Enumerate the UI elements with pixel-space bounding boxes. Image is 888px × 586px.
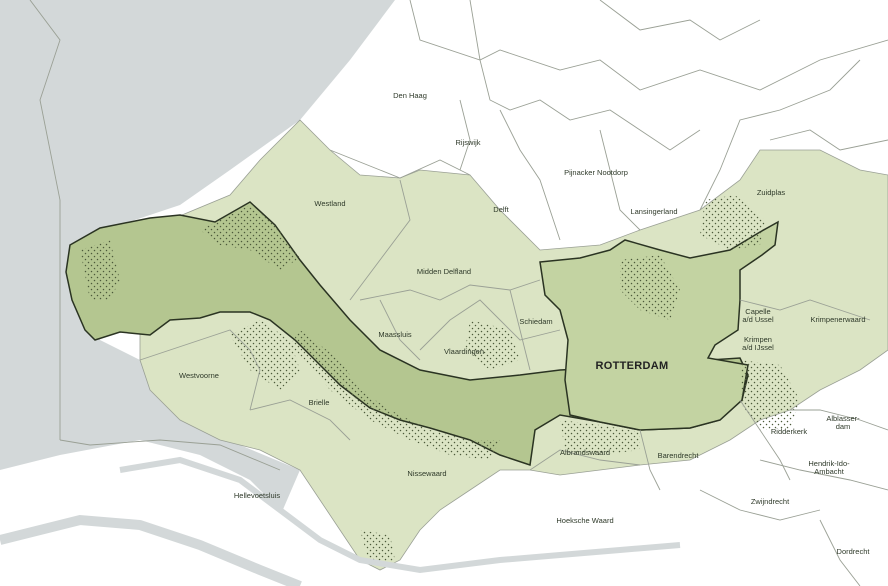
- label-maassluis[interactable]: Maassluis: [378, 330, 412, 340]
- label-westland[interactable]: Westland: [314, 199, 346, 209]
- label-zwijndrecht[interactable]: Zwijndrecht: [750, 497, 790, 507]
- oude-maas-river: [119, 456, 681, 574]
- label-ridderkerk[interactable]: Ridderkerk: [770, 427, 808, 437]
- label-rijswijk[interactable]: Rijswijk: [455, 138, 481, 148]
- label-albrandswaard[interactable]: Albrandswaard: [559, 448, 611, 458]
- label-westvoorne[interactable]: Westvoorne: [179, 371, 219, 381]
- label-krimpenerwaard[interactable]: Krimpenerwaard: [810, 315, 866, 325]
- label-midden-delfland[interactable]: Midden Delfland: [416, 267, 472, 277]
- wooded-areas: [80, 195, 800, 565]
- municipal-boundaries: [29, 0, 888, 586]
- label-brielle[interactable]: Brielle: [308, 398, 330, 408]
- label-hoeksche-waard[interactable]: Hoeksche Waard: [556, 516, 614, 526]
- label-hendrik-ido-ambacht[interactable]: Hendrik-Ido-Ambacht: [808, 459, 850, 476]
- label-barendrecht[interactable]: Barendrecht: [657, 451, 699, 461]
- label-alblasserdam[interactable]: Alblasser-dam: [826, 414, 860, 431]
- label-dordrecht[interactable]: Dordrecht: [836, 547, 870, 557]
- label-den-haag[interactable]: Den Haag: [393, 91, 427, 101]
- label-delft[interactable]: Delft: [493, 205, 509, 215]
- label-capelle[interactable]: Capelle a/d Ussel: [742, 307, 774, 324]
- label-schiedam[interactable]: Schiedam: [519, 317, 553, 327]
- label-zuidplas[interactable]: Zuidplas: [756, 188, 786, 198]
- label-nissewaard[interactable]: Nissewaard: [407, 469, 447, 479]
- label-pijnacker-nootdorp[interactable]: Pijnacker Nootdorp: [564, 168, 628, 178]
- south-river: [0, 514, 302, 586]
- label-hellevoetsluis[interactable]: Hellevoetsluis: [233, 491, 281, 501]
- label-lansingerland[interactable]: Lansingerland: [630, 207, 678, 217]
- label-rotterdam[interactable]: ROTTERDAM: [595, 360, 669, 373]
- label-krimpen[interactable]: Krimpen a/d IJssel: [742, 335, 774, 352]
- rotterdam-area: [539, 220, 779, 431]
- label-vlaardingen[interactable]: Vlaardingen: [443, 347, 485, 357]
